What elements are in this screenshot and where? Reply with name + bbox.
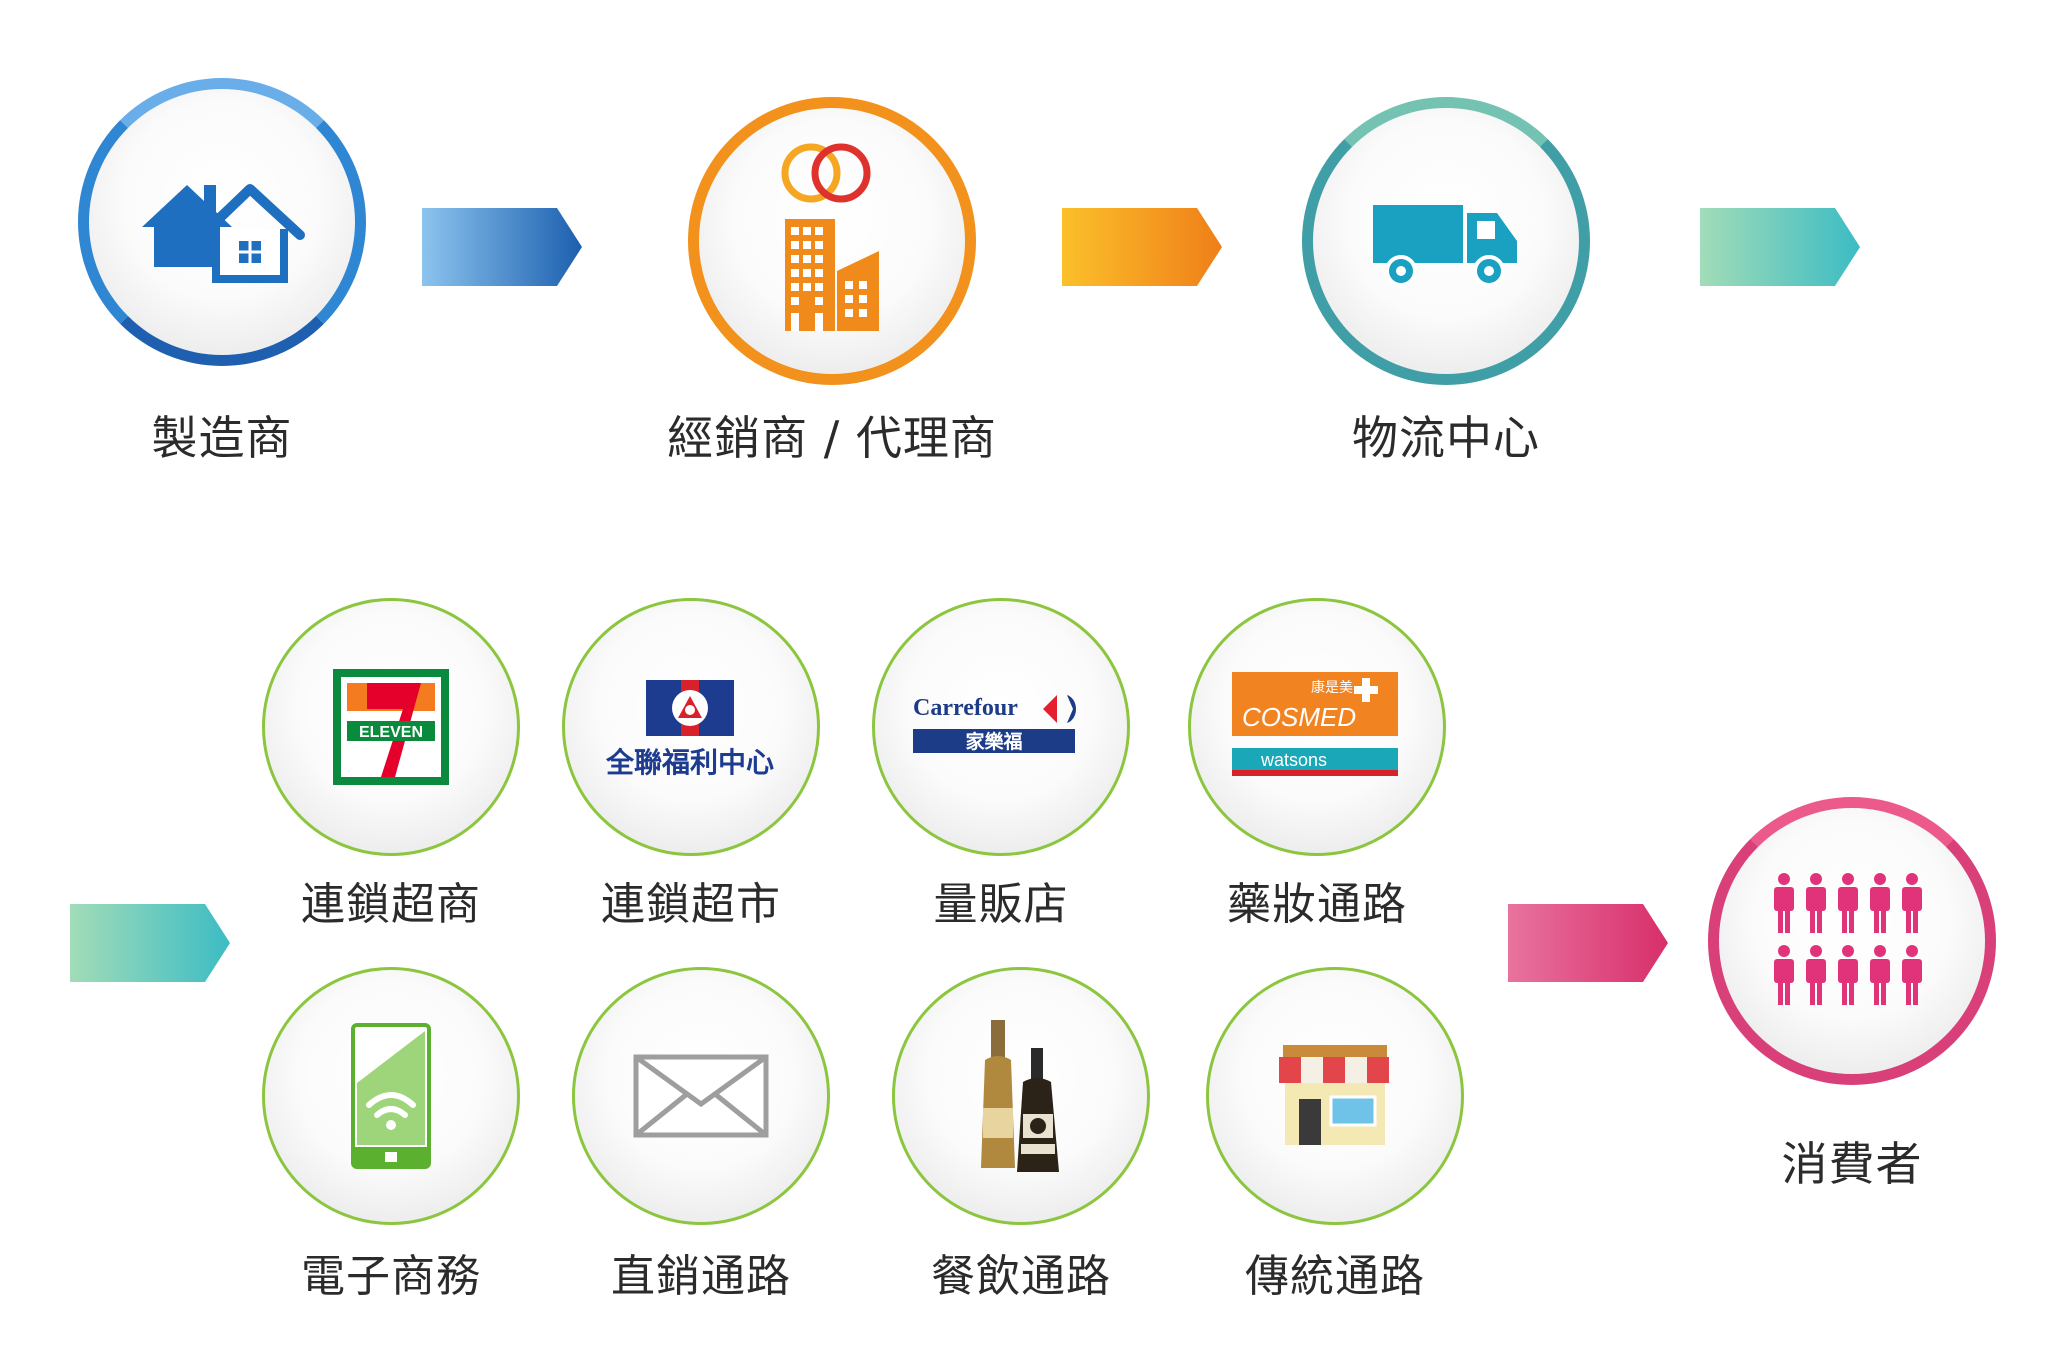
svg-text:全聯福利中心: 全聯福利中心 bbox=[605, 746, 774, 779]
cosmed-watsons-logo: 康是美 COSMED watsons bbox=[1232, 672, 1398, 776]
channel-food-beverage-label: 餐飲通路 bbox=[931, 1251, 1111, 1302]
channel-traditional bbox=[1206, 967, 1464, 1225]
houses-icon bbox=[142, 184, 305, 283]
channel-drugstore: 康是美 COSMED watsons bbox=[1188, 598, 1446, 856]
channel-supermarket-label: 連鎖超市 bbox=[601, 879, 781, 930]
svg-text:康是美: 康是美 bbox=[1311, 679, 1353, 696]
channel-supermarket: 全聯福利中心 bbox=[562, 598, 820, 856]
svg-text:Carrefour: Carrefour bbox=[913, 695, 1018, 721]
channel-convenience-store: ELEVEN bbox=[262, 598, 520, 856]
phone-wifi-icon bbox=[351, 1023, 431, 1169]
channel-ecommerce-label: 電子商務 bbox=[301, 1251, 481, 1302]
consumer-circle bbox=[1708, 797, 1996, 1085]
channel-traditional-label: 傳統通路 bbox=[1245, 1251, 1425, 1302]
arrow-orange bbox=[1062, 208, 1222, 286]
factory-rings-icon bbox=[781, 143, 879, 331]
people-icon bbox=[1774, 873, 1922, 1005]
channel-drugstore-label: 藥妝通路 bbox=[1227, 879, 1407, 930]
channel-hypermarket-label: 量販店 bbox=[933, 879, 1069, 930]
manufacturer-label: 製造商 bbox=[151, 411, 293, 465]
channel-convenience-store-label: 連鎖超商 bbox=[301, 879, 481, 930]
storefront-icon bbox=[1279, 1045, 1389, 1145]
channel-direct-sales bbox=[572, 967, 830, 1225]
manufacturer-circle bbox=[78, 78, 366, 366]
channel-hypermarket: Carrefour 家樂福 bbox=[872, 598, 1130, 856]
svg-text:家樂福: 家樂福 bbox=[965, 730, 1022, 753]
seven-eleven-logo: ELEVEN bbox=[333, 669, 449, 785]
carrefour-logo: Carrefour 家樂福 bbox=[913, 695, 1076, 753]
arrow-pink bbox=[1508, 904, 1668, 982]
arrow-teal-top bbox=[1700, 208, 1860, 286]
liquor-bottles-icon bbox=[981, 1020, 1059, 1172]
envelope-icon bbox=[633, 1054, 769, 1138]
channel-direct-sales-label: 直銷通路 bbox=[611, 1251, 791, 1302]
consumer-label: 消費者 bbox=[1781, 1137, 1923, 1191]
arrow-blue bbox=[422, 208, 582, 286]
channel-ecommerce bbox=[262, 967, 520, 1225]
distributor-circle bbox=[688, 97, 976, 385]
distributor-label: 經銷商 / 代理商 bbox=[667, 411, 997, 465]
arrow-teal-left bbox=[70, 904, 230, 982]
logistics-circle bbox=[1302, 97, 1590, 385]
logistics-label: 物流中心 bbox=[1352, 411, 1540, 465]
truck-icon bbox=[1373, 205, 1517, 287]
svg-text:watsons: watsons bbox=[1260, 750, 1327, 770]
pxmart-logo: 全聯福利中心 bbox=[605, 680, 774, 779]
channel-food-beverage bbox=[892, 967, 1150, 1225]
svg-text:COSMED: COSMED bbox=[1242, 702, 1356, 732]
svg-text:ELEVEN: ELEVEN bbox=[359, 724, 423, 741]
